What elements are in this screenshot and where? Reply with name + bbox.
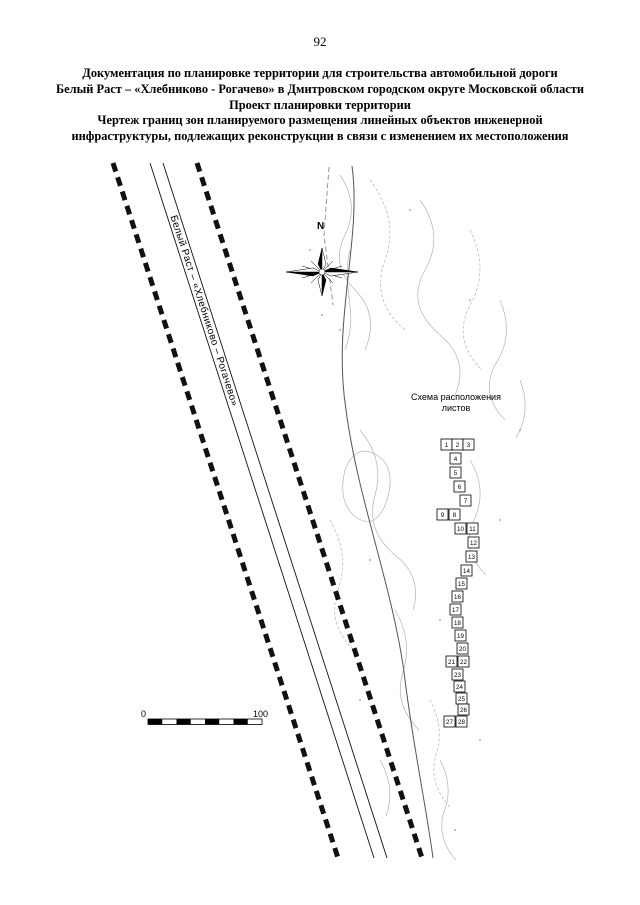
sheet-number: 4 xyxy=(454,456,458,463)
sheet-scheme-label: Схема расположения листов xyxy=(395,392,517,414)
sheet-square xyxy=(462,438,475,451)
sheet-square xyxy=(449,603,462,616)
sheet-number: 22 xyxy=(460,659,467,666)
sheet-number: 25 xyxy=(458,696,465,703)
title-line-2: Белый Раст – «Хлебниково - Рогачево» в Д… xyxy=(55,81,585,96)
sheet-number: 20 xyxy=(459,646,466,653)
sheet-number: 2 xyxy=(456,442,460,449)
sheet-square xyxy=(443,715,456,728)
sheet-square xyxy=(460,564,473,577)
sheet-number: 26 xyxy=(460,707,467,714)
sheet-square xyxy=(455,715,468,728)
road-edge-right xyxy=(162,162,388,859)
sheet-number: 7 xyxy=(464,498,468,505)
sheet-number: 5 xyxy=(454,470,458,477)
sheet-number: 18 xyxy=(454,620,461,627)
title-line-4: Чертеж границ зон планируемого размещени… xyxy=(97,113,543,128)
sheet-number: 19 xyxy=(457,633,464,640)
sheet-square xyxy=(459,494,472,507)
sheet-square xyxy=(448,508,461,521)
sheet-number: 27 xyxy=(446,719,453,726)
sheet-square xyxy=(465,550,478,563)
page-number: 92 xyxy=(313,34,327,49)
north-label: N xyxy=(317,221,325,232)
sheet-square xyxy=(451,616,464,629)
title-line-5: инфраструктуры, подлежащих реконструкции… xyxy=(71,129,569,144)
sheet-square xyxy=(449,466,462,479)
sheet-number: 13 xyxy=(468,554,475,561)
sheet-number: 21 xyxy=(448,659,455,666)
contour-lines xyxy=(323,166,526,861)
sheet-square xyxy=(451,668,464,681)
scale-end-label: 100 xyxy=(253,709,269,719)
sheet-square xyxy=(455,577,468,590)
title-line-1: Документация по планировке территории дл… xyxy=(82,66,558,80)
sheet-square xyxy=(467,536,480,549)
sheet-number: 23 xyxy=(454,672,461,679)
sheet-number: 9 xyxy=(441,512,445,519)
sheet-square xyxy=(445,655,458,668)
sheet-number: 3 xyxy=(467,442,471,449)
sheet-square xyxy=(466,522,479,535)
sheet-square xyxy=(451,590,464,603)
sheet-square xyxy=(456,642,469,655)
corridor-boundary-right xyxy=(194,162,425,859)
sheet-square xyxy=(453,480,466,493)
title-line-3: Проект планировки территории xyxy=(229,97,411,112)
sheet-number: 14 xyxy=(463,568,470,575)
sheet-number: 17 xyxy=(452,607,459,614)
sheet-number: 15 xyxy=(458,581,465,588)
sheet-number: 16 xyxy=(454,594,461,601)
sheet-number: 12 xyxy=(470,540,477,547)
sheet-square xyxy=(454,629,467,642)
sheet-number: 6 xyxy=(458,484,462,491)
sheet-square xyxy=(454,522,467,535)
sheet-number: 8 xyxy=(453,512,457,519)
scale-bar xyxy=(147,718,263,725)
sheet-number: 1 xyxy=(445,442,449,449)
document-title: Документация по планировке территории дл… xyxy=(28,66,612,145)
sheet-square xyxy=(436,508,449,521)
sheet-scheme-label-line-2: листов xyxy=(441,403,471,413)
survey-dots xyxy=(309,209,521,831)
sheet-square xyxy=(453,680,466,693)
sheet-scheme-label-line-1: Схема расположения xyxy=(411,392,501,402)
sheet-number: 28 xyxy=(458,719,465,726)
scale-start-label: 0 xyxy=(141,709,147,719)
corridor-boundary-left xyxy=(110,162,341,859)
stream-line xyxy=(341,165,434,859)
sheet-square xyxy=(457,703,470,716)
sheet-square xyxy=(457,655,470,668)
compass-rose-icon xyxy=(285,247,359,297)
sheet-number: 24 xyxy=(456,684,463,691)
sheet-number: 10 xyxy=(457,526,464,533)
sheet-square xyxy=(449,452,462,465)
road-edge-left xyxy=(149,162,375,859)
road-corridor-lines xyxy=(110,162,425,859)
sheet-number: 11 xyxy=(469,526,476,533)
